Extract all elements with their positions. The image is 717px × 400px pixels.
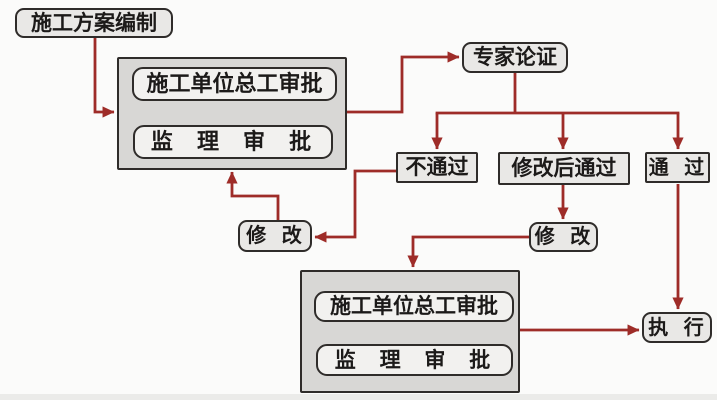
node-passed-after-revision-label: 修改后通过 (511, 157, 617, 180)
node-execute: 执 行 (642, 312, 712, 343)
edge-revise1-to-approval1 (226, 171, 280, 220)
node-revise-1: 修 改 (238, 220, 312, 252)
node-expert-review-label: 专家论证 (473, 46, 557, 69)
node-plan-preparation: 施工方案编制 (15, 8, 173, 38)
edge-approval1-to-expert (347, 51, 460, 114)
node-approval2-chief-engineer-label: 施工单位总工审批 (330, 295, 498, 318)
node-passed: 通 过 (645, 152, 710, 183)
node-approval2-chief-engineer: 施工单位总工审批 (314, 291, 514, 322)
bottom-edge-band (0, 394, 717, 400)
node-revise-2-label: 修 改 (534, 226, 593, 248)
node-execute-label: 执 行 (648, 316, 706, 339)
node-revise-2: 修 改 (529, 222, 598, 252)
edge-revise2-to-approval2 (407, 235, 529, 268)
node-passed-after-revision: 修改后通过 (498, 152, 630, 185)
node-approval1-supervisor-label: 监 理 审 批 (150, 129, 316, 154)
node-not-passed-label: 不通过 (405, 156, 469, 179)
node-passed-label: 通 过 (648, 156, 707, 179)
node-approval2-supervisor-label: 监 理 审 批 (334, 348, 495, 372)
node-expert-review: 专家论证 (462, 42, 568, 73)
node-approval1-chief-engineer: 施工单位总工审批 (132, 67, 337, 101)
node-not-passed: 不通过 (396, 152, 478, 183)
node-approval1-chief-engineer-label: 施工单位总工审批 (146, 71, 323, 96)
node-approval1-supervisor: 监 理 审 批 (133, 125, 333, 159)
node-approval2-supervisor: 监 理 审 批 (316, 344, 513, 376)
edge-plan-to-approval1 (93, 38, 115, 118)
node-plan-preparation-label: 施工方案编制 (31, 11, 157, 35)
node-revise-1-label: 修 改 (246, 225, 304, 247)
edge-notpassed-to-revise1 (314, 169, 396, 243)
